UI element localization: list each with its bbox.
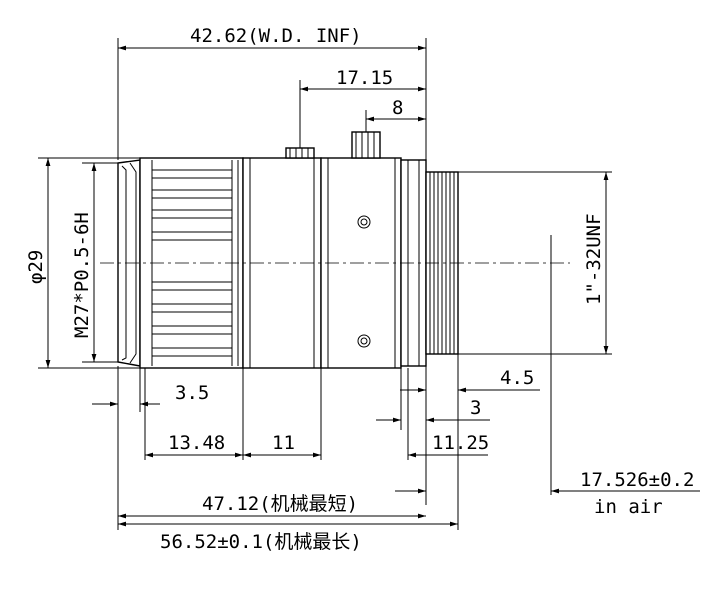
dim-flange-back-note: in air [594,496,663,518]
dim-filter-thread: M27*P0.5-6H [71,212,93,338]
dim-mount-thread: 1"-32UNF [583,213,605,305]
locking-screw-iris [351,131,381,159]
dim-flange-back: 17.526±0.2 [580,469,694,491]
focus-ring-knurling [151,160,239,366]
dim-thread-depth: 4.5 [500,367,534,389]
dim-screw-to-flange: 17.15 [336,67,393,89]
dim-wd-length: 42.62(W.D. INF) [190,25,362,47]
dim-rear-section: 11.25 [432,432,489,454]
lens-body [117,131,459,369]
dim-screw-gap: 8 [392,97,403,119]
locking-screw-focus [285,147,315,159]
dim-focus-ring: 13.48 [168,432,225,454]
dim-flange-gap: 3 [470,397,481,419]
dimension-lines [38,38,700,530]
dim-mid-section: 11 [272,432,295,454]
dim-length-max: 56.52±0.1(机械最长) [160,531,362,553]
dim-outer-diameter: φ29 [25,250,47,284]
dim-front-step: 3.5 [175,382,209,404]
dim-length-min: 47.12(机械最短) [202,493,358,515]
set-screw-holes [357,215,371,348]
